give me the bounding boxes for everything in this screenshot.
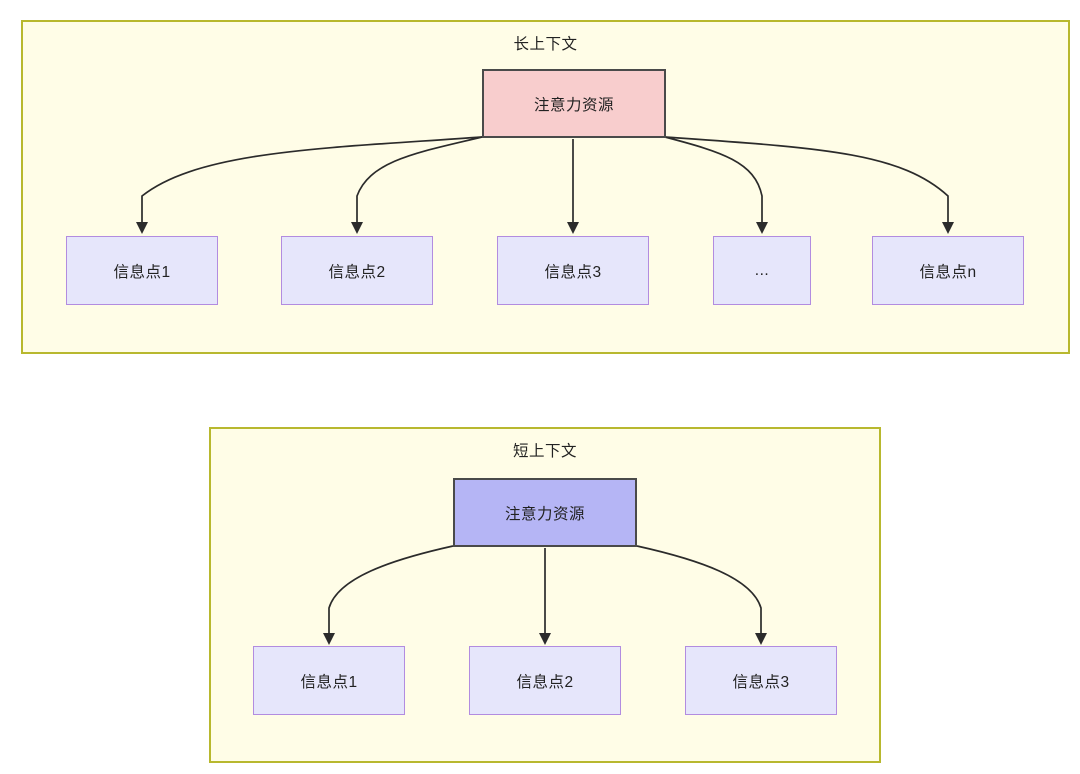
node-label: 信息点2 bbox=[328, 263, 386, 281]
node-label: 信息点3 bbox=[544, 263, 602, 281]
node-label: 信息点1 bbox=[113, 263, 171, 281]
node-info-point-short-3[interactable]: 信息点3 bbox=[685, 646, 837, 715]
node-info-point-long-3[interactable]: 信息点3 bbox=[497, 236, 649, 305]
node-info-point-long-1[interactable]: 信息点1 bbox=[66, 236, 218, 305]
node-label: 注意力资源 bbox=[504, 505, 585, 523]
node-info-point-long-ellipsis[interactable]: ... bbox=[713, 236, 811, 305]
node-label: 注意力资源 bbox=[533, 96, 614, 114]
panel-long-context-title: 长上下文 bbox=[513, 36, 578, 53]
node-attention-resource-long[interactable]: 注意力资源 bbox=[482, 69, 666, 138]
node-label: 信息点n bbox=[919, 263, 977, 281]
node-label: 信息点2 bbox=[516, 673, 574, 691]
node-info-point-short-2[interactable]: 信息点2 bbox=[469, 646, 621, 715]
panel-short-context-title: 短上下文 bbox=[512, 443, 577, 460]
node-label: 信息点1 bbox=[300, 673, 358, 691]
node-info-point-long-n[interactable]: 信息点n bbox=[872, 236, 1024, 305]
node-info-point-long-2[interactable]: 信息点2 bbox=[281, 236, 433, 305]
node-attention-resource-short[interactable]: 注意力资源 bbox=[453, 478, 637, 547]
node-label: ... bbox=[754, 261, 770, 279]
node-info-point-short-1[interactable]: 信息点1 bbox=[253, 646, 405, 715]
node-label: 信息点3 bbox=[732, 673, 790, 691]
